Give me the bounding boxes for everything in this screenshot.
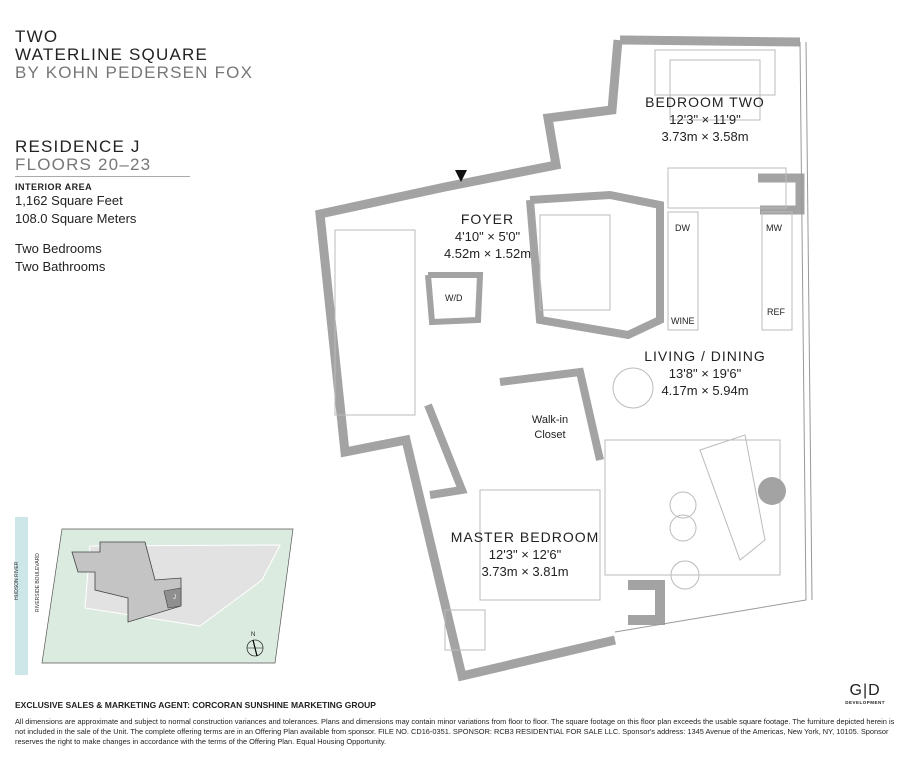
closet-line1: Walk-in bbox=[531, 414, 569, 426]
room-metric: 3.73m × 3.58m bbox=[661, 129, 749, 144]
room-metric: 3.73m × 3.81m bbox=[481, 564, 569, 579]
logo-subtitle: DEVELOPMENT bbox=[845, 700, 885, 705]
bedrooms: Two Bedrooms bbox=[15, 241, 102, 256]
residence-block: RESIDENCE J FLOORS 20–23 bbox=[15, 138, 151, 174]
room-foyer: FOYER 4'10" × 5'0" 4.52m × 1.52m bbox=[420, 211, 555, 262]
developer-logo: G|D DEVELOPMENT bbox=[845, 682, 885, 705]
label-wine: WINE bbox=[671, 316, 695, 326]
floors: FLOORS 20–23 bbox=[15, 155, 152, 174]
area-label: INTERIOR AREA bbox=[15, 182, 93, 192]
label-dw: DW bbox=[675, 223, 690, 233]
street-label: RIVERSIDE BOULEVARD bbox=[35, 553, 41, 612]
room-name: FOYER bbox=[460, 211, 515, 227]
room-master-bedroom: MASTER BEDROOM 12'3" × 12'6" 3.73m × 3.8… bbox=[430, 529, 620, 580]
divider bbox=[15, 176, 190, 177]
sales-agent: EXCLUSIVE SALES & MARKETING AGENT: CORCO… bbox=[15, 700, 376, 710]
entry-arrow-icon bbox=[455, 170, 467, 182]
site-map bbox=[15, 517, 294, 675]
closet-line2: Closet bbox=[534, 429, 566, 441]
unit-j-marker bbox=[163, 587, 182, 609]
title-line1: TWO bbox=[15, 27, 59, 46]
room-name: BEDROOM TWO bbox=[645, 94, 765, 110]
floor-plan-drawing bbox=[315, 35, 813, 682]
label-ref: REF bbox=[767, 307, 785, 317]
river-strip bbox=[15, 517, 28, 675]
title-block: TWO WATERLINE SQUARE BY KOHN PEDERSEN FO… bbox=[15, 28, 253, 82]
area-block: INTERIOR AREA 1,162 Square Feet 108.0 Sq… bbox=[15, 182, 136, 276]
unit-label: J bbox=[173, 595, 176, 601]
north-label: N bbox=[251, 632, 256, 638]
label-mw: MW bbox=[766, 223, 782, 233]
room-metric: 4.52m × 1.52m bbox=[443, 246, 532, 261]
area-ft: 1,162 Square Feet bbox=[15, 193, 123, 208]
plant-pot bbox=[758, 477, 786, 505]
room-living-dining: LIVING / DINING 13'8" × 19'6" 4.17m × 5.… bbox=[620, 348, 790, 399]
walls bbox=[315, 35, 805, 682]
room-name: MASTER BEDROOM bbox=[450, 529, 600, 545]
exterior-glazing bbox=[614, 41, 813, 633]
room-imperial: 12'3" × 12'6" bbox=[488, 547, 562, 562]
room-imperial: 4'10" × 5'0" bbox=[454, 229, 521, 244]
room-name: LIVING / DINING bbox=[644, 348, 766, 364]
disclaimer: All dimensions are approximate and subje… bbox=[15, 717, 895, 746]
river-label: HUDSON RIVER bbox=[14, 561, 20, 600]
bathrooms: Two Bathrooms bbox=[15, 259, 106, 274]
residence-name: RESIDENCE J bbox=[15, 137, 141, 156]
title-line2: WATERLINE SQUARE bbox=[15, 45, 209, 64]
area-m: 108.0 Square Meters bbox=[15, 211, 137, 226]
room-imperial: 12'3" × 11'9" bbox=[669, 112, 741, 127]
label-walk-in-closet: Walk-in Closet bbox=[515, 413, 585, 443]
architect: BY KOHN PEDERSEN FOX bbox=[15, 63, 254, 82]
furniture bbox=[334, 49, 793, 651]
room-bedroom-two: BEDROOM TWO 12'3" × 11'9" 3.73m × 3.58m bbox=[630, 94, 780, 145]
label-wd: W/D bbox=[445, 293, 463, 303]
logo-mark: G|D bbox=[849, 682, 881, 699]
room-metric: 4.17m × 5.94m bbox=[661, 383, 749, 398]
room-imperial: 13'8" × 19'6" bbox=[668, 366, 742, 381]
